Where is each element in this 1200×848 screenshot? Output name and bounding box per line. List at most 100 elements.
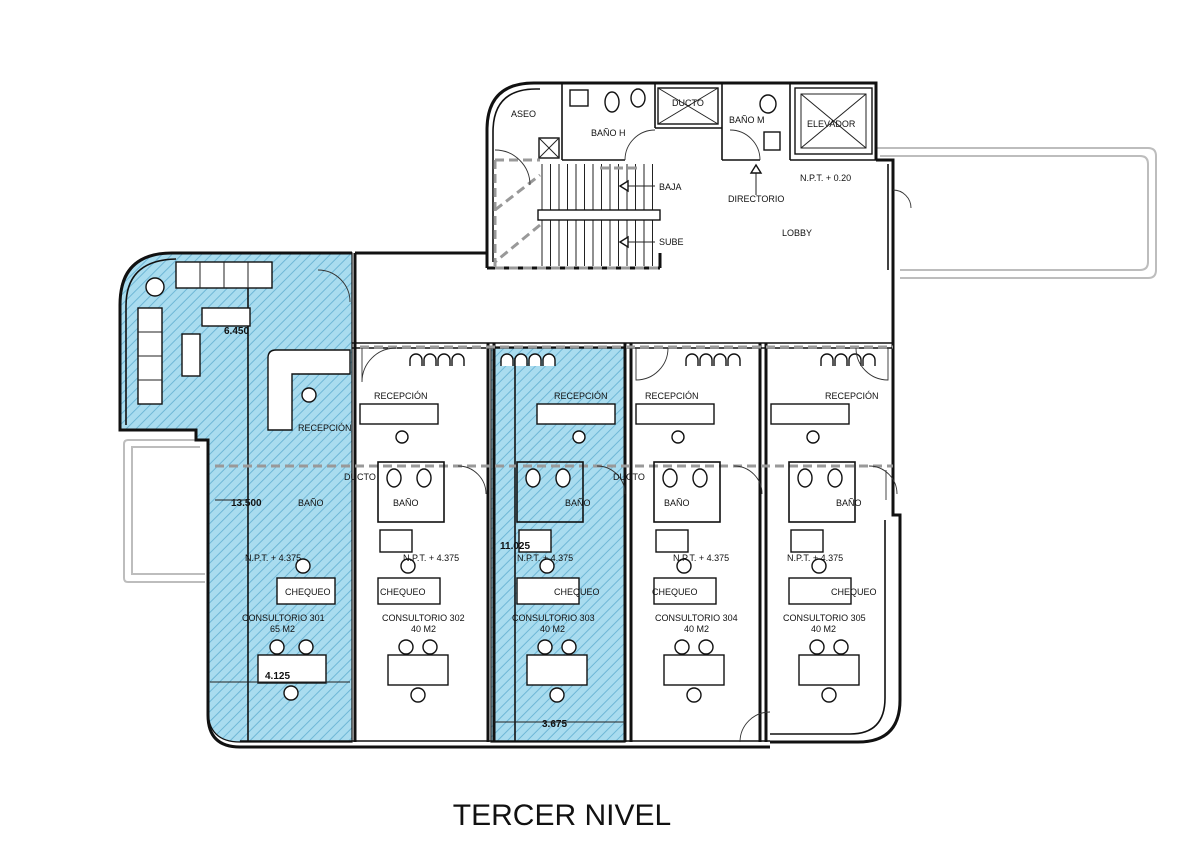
reception-desk <box>635 403 715 425</box>
waiting-chair <box>713 353 727 366</box>
doctor-chair <box>821 687 837 703</box>
sink <box>416 468 432 488</box>
visitor-chair <box>674 639 690 655</box>
label-chequeo-303: CHEQUEO <box>554 587 600 597</box>
building-walls <box>118 158 902 749</box>
plan-labels: ASEO BAÑO H DUCTO BAÑO M ELEVADOR BAJA S… <box>242 98 879 634</box>
label-lobby: LOBBY <box>782 228 812 238</box>
label-area-301: 65 M2 <box>270 624 295 634</box>
label-npt-303: N.P.T. + 4.375 <box>517 553 573 563</box>
vanity <box>655 529 689 553</box>
waiting-chair <box>500 353 514 366</box>
label-bano-301: BAÑO <box>298 498 324 508</box>
dimension-1: 6.450 <box>224 326 249 337</box>
office-desk <box>798 654 860 686</box>
door-swing <box>457 465 487 495</box>
label-consultorio-305: CONSULTORIO 305 <box>783 613 866 623</box>
ghost-outline-left <box>123 439 205 583</box>
label-recepcion-303: RECEPCIÓN <box>554 391 608 401</box>
reception-desk <box>536 403 616 425</box>
exam-table <box>516 577 580 605</box>
desk-chair <box>572 430 586 444</box>
waiting-chair <box>409 353 423 366</box>
label-npt-304: N.P.T. + 4.375 <box>673 553 729 563</box>
label-bano-302: BAÑO <box>393 498 419 508</box>
label-area-302: 40 M2 <box>411 624 436 634</box>
label-chequeo-305: CHEQUEO <box>831 587 877 597</box>
doctor-chair <box>549 687 565 703</box>
label-bano-m: BAÑO M <box>729 115 765 125</box>
toilet <box>386 468 402 488</box>
label-baja: BAJA <box>659 182 682 192</box>
waiting-chair <box>423 353 437 366</box>
sink <box>555 468 571 488</box>
waiting-chair <box>685 353 699 366</box>
label-area-303: 40 M2 <box>540 624 565 634</box>
label-chequeo-301: CHEQUEO <box>285 587 331 597</box>
sink <box>827 468 843 488</box>
waiting-chair <box>848 353 862 366</box>
exam-table <box>377 577 441 605</box>
bathroom-walls <box>788 461 856 523</box>
visitor-chair <box>809 639 825 655</box>
office-desk <box>663 654 725 686</box>
exam-table <box>788 577 852 605</box>
visitor-chair <box>833 639 849 655</box>
office-desk <box>526 654 588 686</box>
waiting-chair <box>834 353 848 366</box>
office-desk <box>387 654 449 686</box>
door-swing <box>868 465 898 495</box>
label-npt-305: N.P.T. + 4.375 <box>787 553 843 563</box>
toilet <box>662 468 678 488</box>
plan-title: TERCER NIVEL <box>453 799 671 832</box>
label-consultorio-301: CONSULTORIO 301 <box>242 613 325 623</box>
visitor-chair <box>398 639 414 655</box>
reception-desk <box>770 403 850 425</box>
desk-chair <box>395 430 409 444</box>
lobby-doors <box>317 189 912 743</box>
stair-block <box>485 81 878 270</box>
sink <box>692 468 708 488</box>
label-aseo: ASEO <box>511 109 536 119</box>
dimension-annotations: 6.450 13.500 4.125 11.025 3.675 <box>210 326 625 730</box>
waiting-chair <box>820 353 834 366</box>
visitor-chair <box>698 639 714 655</box>
label-ducto-top: DUCTO <box>672 98 704 108</box>
waiting-chair <box>727 353 741 366</box>
label-bano-304: BAÑO <box>664 498 690 508</box>
exam-stool <box>676 558 692 574</box>
label-npt-301: N.P.T. + 4.375 <box>245 553 301 563</box>
unit-fixtures <box>359 353 898 703</box>
label-ducto-b: DUCTO <box>613 472 645 482</box>
vanity <box>790 529 824 553</box>
waiting-chair <box>514 353 528 366</box>
label-recepcion-302: RECEPCIÓN <box>374 391 428 401</box>
label-consultorio-302: CONSULTORIO 302 <box>382 613 465 623</box>
dimension-4: 11.025 <box>500 541 530 552</box>
label-npt-302: N.P.T. + 4.375 <box>403 553 459 563</box>
exam-stool <box>539 558 555 574</box>
label-bano-305: BAÑO <box>836 498 862 508</box>
label-directorio: DIRECTORIO <box>728 194 784 204</box>
doctor-chair <box>686 687 702 703</box>
visitor-chair <box>422 639 438 655</box>
waiting-chair <box>862 353 876 366</box>
ceiling-dashes <box>215 345 893 468</box>
vanity <box>518 529 552 553</box>
ghost-outline-right <box>875 147 1157 279</box>
exam-stool <box>811 558 827 574</box>
door-swing <box>733 465 763 495</box>
exam-stool <box>400 558 416 574</box>
toilet <box>797 468 813 488</box>
consultorio-301-furniture <box>137 261 351 701</box>
dimension-2: 13.500 <box>231 498 262 509</box>
bathroom-walls <box>377 461 445 523</box>
label-area-305: 40 M2 <box>811 624 836 634</box>
dimension-3: 4.125 <box>265 671 290 682</box>
desk-chair <box>671 430 685 444</box>
label-recepcion-301: RECEPCIÓN <box>298 423 352 433</box>
waiting-chair <box>528 353 542 366</box>
bathroom-walls <box>653 461 721 523</box>
dimension-5: 3.675 <box>542 719 567 730</box>
